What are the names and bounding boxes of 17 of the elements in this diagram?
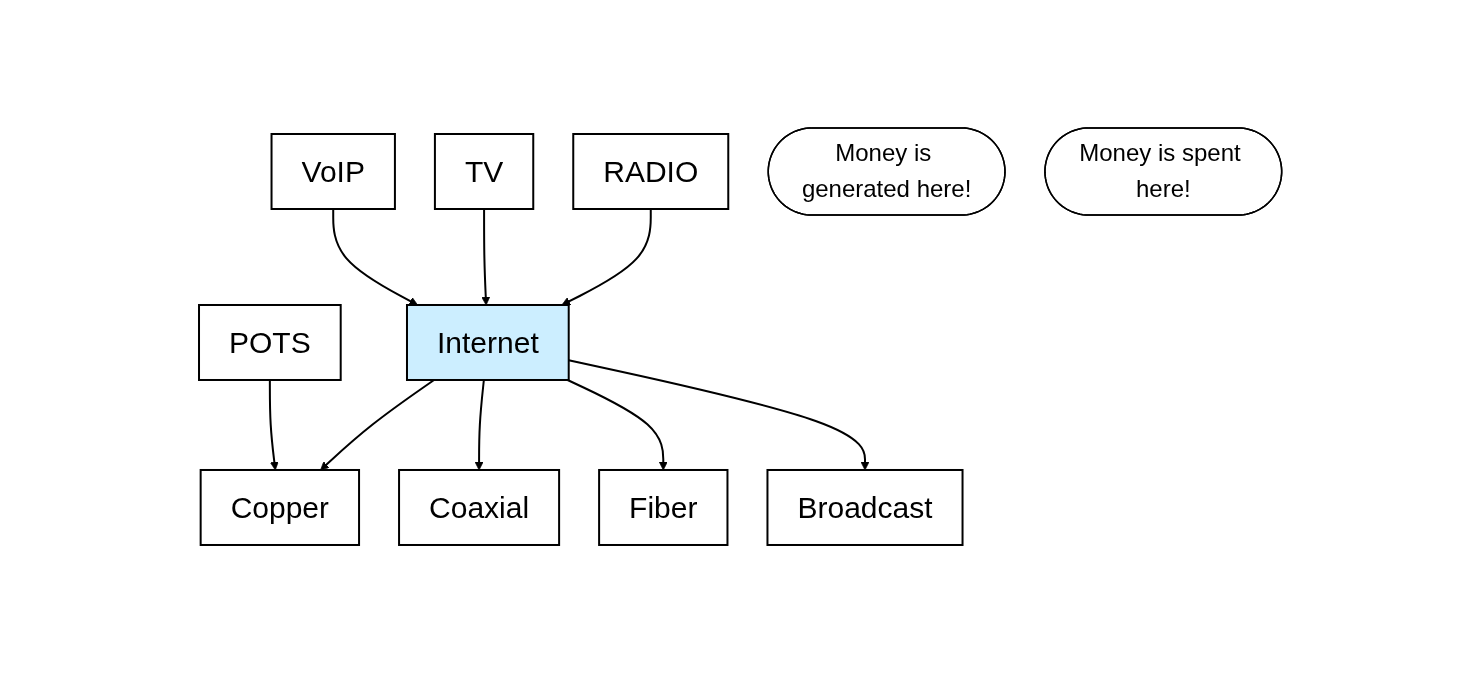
node-box: Coaxial: [397, 469, 560, 546]
arrow: [268, 379, 279, 471]
arrow: [474, 379, 485, 471]
node-box: POTS: [197, 304, 342, 381]
arrow: [481, 208, 490, 306]
node-box: Copper: [199, 469, 360, 546]
arrow: [561, 208, 652, 306]
arrow: [331, 208, 418, 306]
node-box: Broadcast: [766, 469, 964, 546]
node-box: Internet: [405, 304, 570, 381]
node-box: Fiber: [597, 469, 729, 546]
arrow: [566, 379, 668, 471]
arrow: [567, 359, 870, 471]
arrow: [319, 379, 435, 471]
node-box: TV: [433, 133, 534, 210]
node-box: VoIP: [270, 133, 396, 210]
node-box: RADIO: [571, 133, 729, 210]
